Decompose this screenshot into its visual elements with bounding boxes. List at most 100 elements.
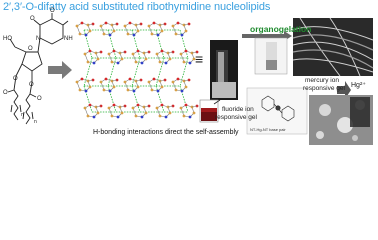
bond-line [100, 25, 105, 35]
atom-ball [92, 115, 96, 119]
hbond-line [83, 57, 93, 87]
o-ester2-label: O [29, 82, 34, 88]
organogelation-arrow-icon [242, 31, 292, 41]
o-carbonyl1-label: O [3, 90, 8, 96]
atom-ball [120, 111, 124, 115]
bond-line [183, 23, 190, 26]
atom-ball [86, 114, 90, 118]
atom-ball [144, 57, 148, 61]
atom-ball [140, 61, 144, 65]
bond-line [159, 23, 166, 26]
atom-ball [184, 103, 188, 107]
atom-ball [136, 29, 140, 33]
atom-ball [171, 80, 175, 84]
atom-ball [84, 33, 88, 37]
atom-ball [158, 114, 162, 118]
atom-ball [140, 115, 144, 119]
atom-ball [136, 49, 140, 53]
nt-hg-nt-label: NT-Hg-NT base pair [250, 127, 286, 132]
atom-ball [126, 32, 130, 36]
atom-ball [83, 52, 87, 56]
atom-ball [108, 89, 112, 93]
hbond-line [131, 29, 141, 59]
sem-image-bottom [309, 95, 373, 145]
atom-ball [88, 103, 92, 107]
atom-ball [99, 24, 103, 28]
bond-line [95, 51, 102, 54]
atom-ball [104, 77, 108, 81]
atom-ball [132, 33, 136, 37]
bond-line [124, 81, 129, 91]
bond-line [84, 107, 89, 117]
atom-ball [88, 85, 92, 89]
hbond-line [107, 85, 117, 113]
atom-ball [160, 85, 164, 89]
graphical-abstract-drawing: HO O N NH O O O O O O n n ≡ [3, 8, 374, 145]
atom-ball [182, 60, 186, 64]
n1-label: n [21, 112, 24, 118]
hbond-line [155, 29, 165, 59]
bond-line [84, 53, 89, 63]
atom-ball [96, 111, 100, 115]
atom-ball [84, 89, 88, 93]
atom-ball [75, 24, 79, 28]
hbond-line [179, 57, 189, 87]
hbond-line [155, 57, 165, 87]
bond-line [172, 81, 177, 91]
atom-ball [184, 49, 188, 53]
atom-ball [107, 52, 111, 56]
atom-ball [134, 114, 138, 118]
atom-ball [147, 80, 151, 84]
hbond-line [155, 85, 165, 113]
bond-line [108, 107, 113, 117]
bond-line [76, 25, 81, 35]
nucleolipid-structure [7, 13, 69, 125]
hbond-line [131, 57, 141, 87]
crystal-packing-diagram [75, 21, 199, 119]
bond-line [180, 107, 185, 117]
hbond-line [179, 29, 189, 59]
nh-label: NH [64, 36, 73, 42]
hg-arrow-icon [337, 81, 351, 99]
atom-ball [75, 80, 79, 84]
hbond-line [107, 29, 117, 59]
bond-line [87, 79, 94, 82]
atom-ball [180, 89, 184, 93]
bond-line [172, 25, 177, 35]
atom-ball [132, 89, 136, 93]
atom-ball [131, 52, 135, 56]
atom-ball [180, 33, 184, 37]
hbond-line [179, 85, 189, 113]
ring-o-label: O [28, 46, 33, 52]
fluoride-vial-photo [199, 99, 219, 123]
atom-ball [174, 88, 178, 92]
figure-title: 2′,3′-O-difatty acid substituted ribothy… [3, 1, 271, 13]
atom-ball [80, 21, 84, 25]
bond-line [100, 81, 105, 91]
atom-ball [78, 32, 82, 36]
fluoride-label-line1: fluoride ion [222, 106, 254, 113]
atom-ball [174, 32, 178, 36]
atom-ball [184, 85, 188, 89]
o-top-label: O [50, 8, 55, 14]
atom-ball [150, 88, 154, 92]
atom-ball [136, 103, 140, 107]
atom-ball [104, 21, 108, 25]
atom-ball [192, 111, 196, 115]
o-ester1-label: O [13, 76, 18, 82]
arrow-right-icon [48, 61, 72, 79]
atom-ball [176, 77, 180, 81]
atom-ball [152, 21, 156, 25]
atom-ball [152, 77, 156, 81]
bond-line [135, 23, 142, 26]
atom-ball [88, 49, 92, 53]
bond-line [132, 107, 137, 117]
atom-ball [184, 29, 188, 33]
molecule-atom-labels: HO O N NH O O O O O O n n [3, 8, 73, 125]
n2-label: n [34, 119, 37, 125]
atom-ball [80, 77, 84, 81]
bond-line [180, 53, 185, 63]
atom-ball [128, 21, 132, 25]
atom-ball [160, 103, 164, 107]
atom-ball [179, 106, 183, 110]
